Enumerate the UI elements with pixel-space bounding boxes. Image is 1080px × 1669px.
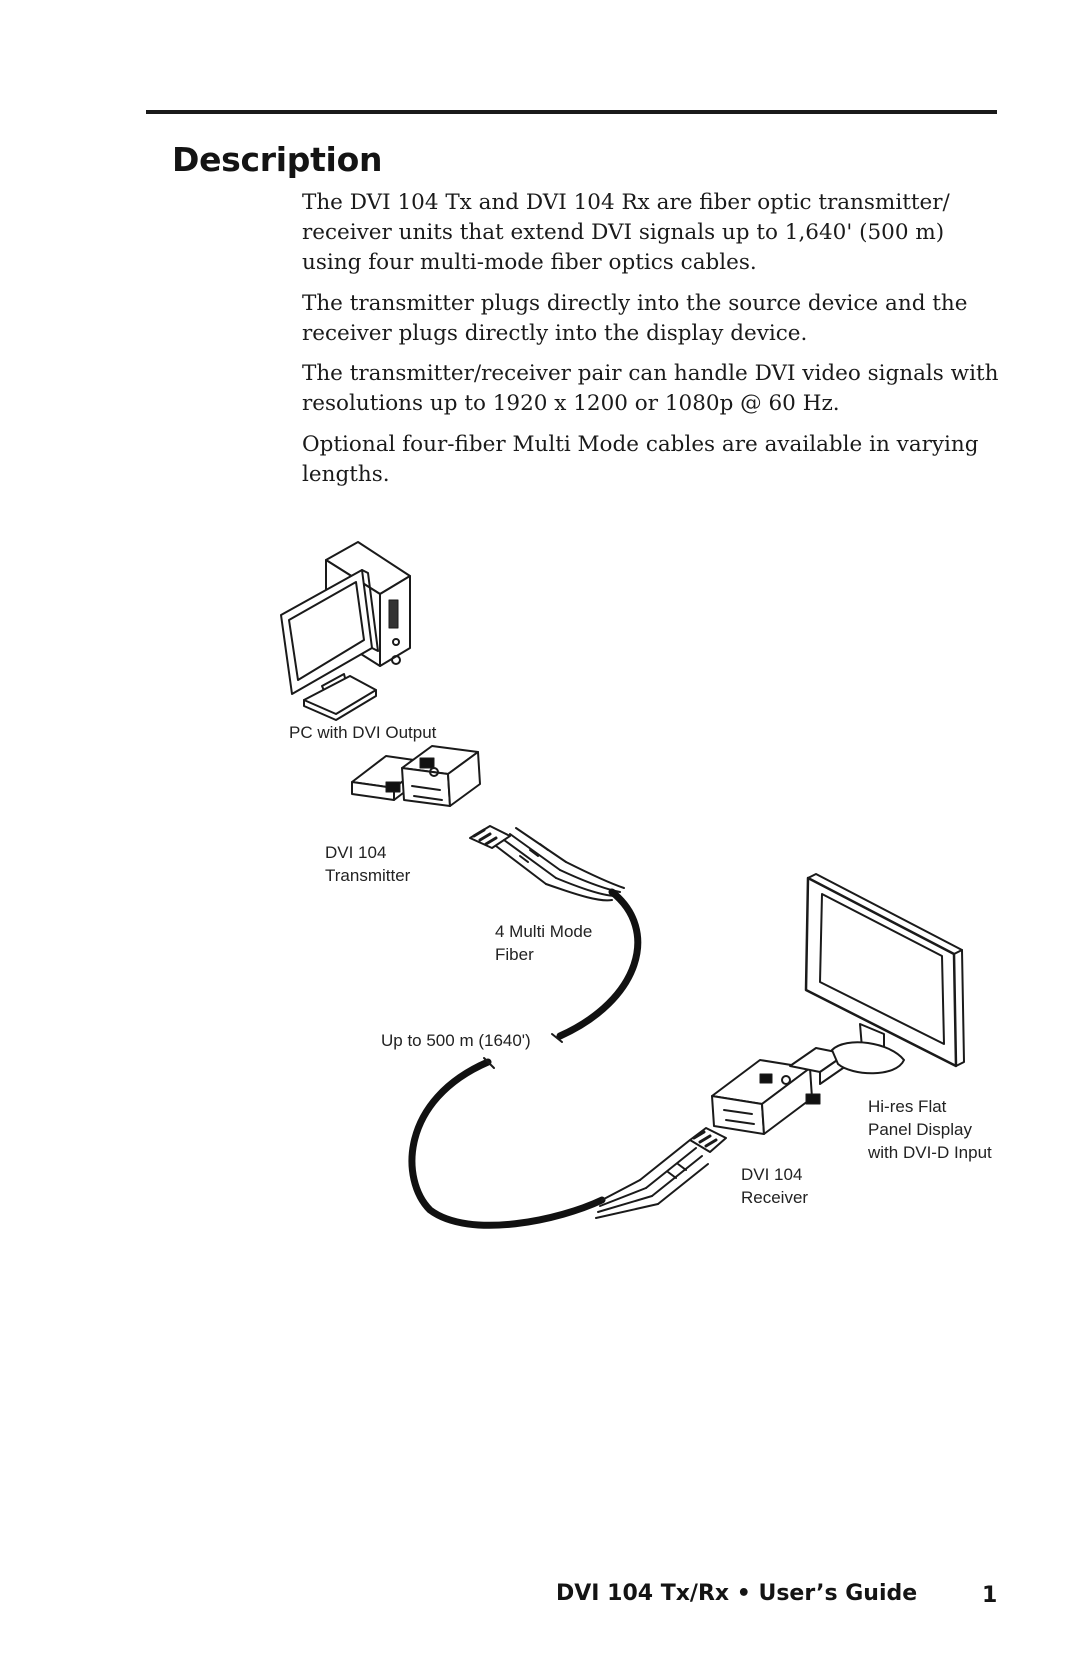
display-label-line2: Panel Display (868, 1120, 972, 1139)
receiver-label-line1: DVI 104 (741, 1165, 802, 1184)
fiber-cable (408, 861, 659, 1229)
paragraph-cables: Optional four-fiber Multi Mode cables ar… (302, 432, 979, 487)
paragraph-plug: The transmitter plugs directly into the … (302, 291, 968, 346)
transmitter-label-line1: DVI 104 (325, 843, 386, 862)
paragraph-resolution: The transmitter/receiver pair can handle… (302, 361, 999, 416)
transmitter-illustration (351, 745, 567, 885)
receiver-illustration (711, 1047, 847, 1135)
page-number: 1 (982, 1583, 998, 1608)
receiver-label-line2: Receiver (741, 1188, 808, 1207)
fiber-label-line1: 4 Multi Mode (495, 922, 592, 941)
display-label-line1: Hi-res Flat (868, 1097, 947, 1116)
paragraph-intro: The DVI 104 Tx and DVI 104 Rx are fiber … (302, 190, 950, 275)
pc-illustration (280, 541, 411, 721)
pc-label: PC with DVI Output (289, 723, 437, 742)
display-illustration (804, 873, 965, 1075)
fiber-label-line2: Fiber (495, 945, 534, 964)
distance-label: Up to 500 m (1640') (381, 1031, 531, 1050)
receiver-connectors-illustration (639, 1127, 727, 1205)
section-heading: Description (172, 140, 383, 179)
top-rule (146, 110, 997, 114)
display-label-line3: with DVI-D Input (867, 1143, 992, 1162)
transmitter-label-line2: Transmitter (325, 866, 411, 885)
footer-guide-title: DVI 104 Tx/Rx • User’s Guide (556, 1581, 918, 1606)
